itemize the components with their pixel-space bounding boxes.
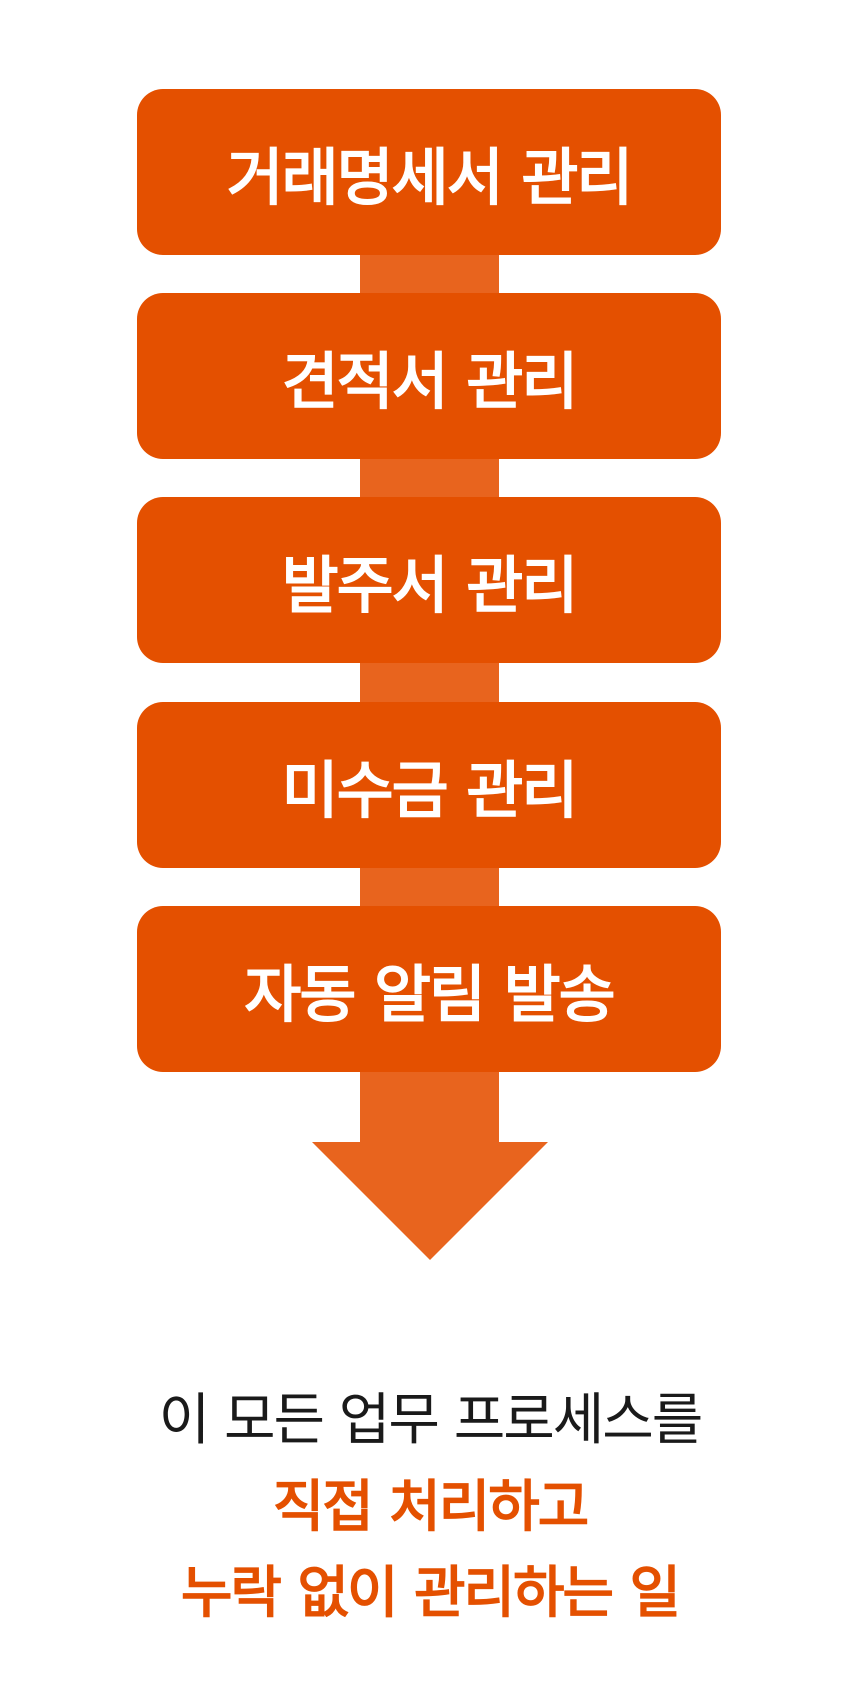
step-auto-notification: 자동 알림 발송 (137, 906, 721, 1072)
step-quote-management: 견적서 관리 (137, 293, 721, 459)
step-invoice-management: 거래명세서 관리 (137, 89, 721, 255)
caption-line-3: 누락 없이 관리하는 일 (180, 1561, 681, 1626)
step-receivables-management: 미수금 관리 (137, 702, 721, 868)
step-label: 거래명세서 관리 (226, 141, 634, 214)
step-label: 미수금 관리 (281, 754, 579, 827)
caption-line-2: 직접 처리하고 (272, 1475, 590, 1540)
step-label: 견적서 관리 (281, 345, 579, 418)
step-label: 발주서 관리 (281, 549, 579, 622)
step-purchase-order-management: 발주서 관리 (137, 497, 721, 663)
caption-line-1: 이 모든 업무 프로세스를 (158, 1388, 704, 1453)
step-label: 자동 알림 발송 (244, 958, 615, 1031)
